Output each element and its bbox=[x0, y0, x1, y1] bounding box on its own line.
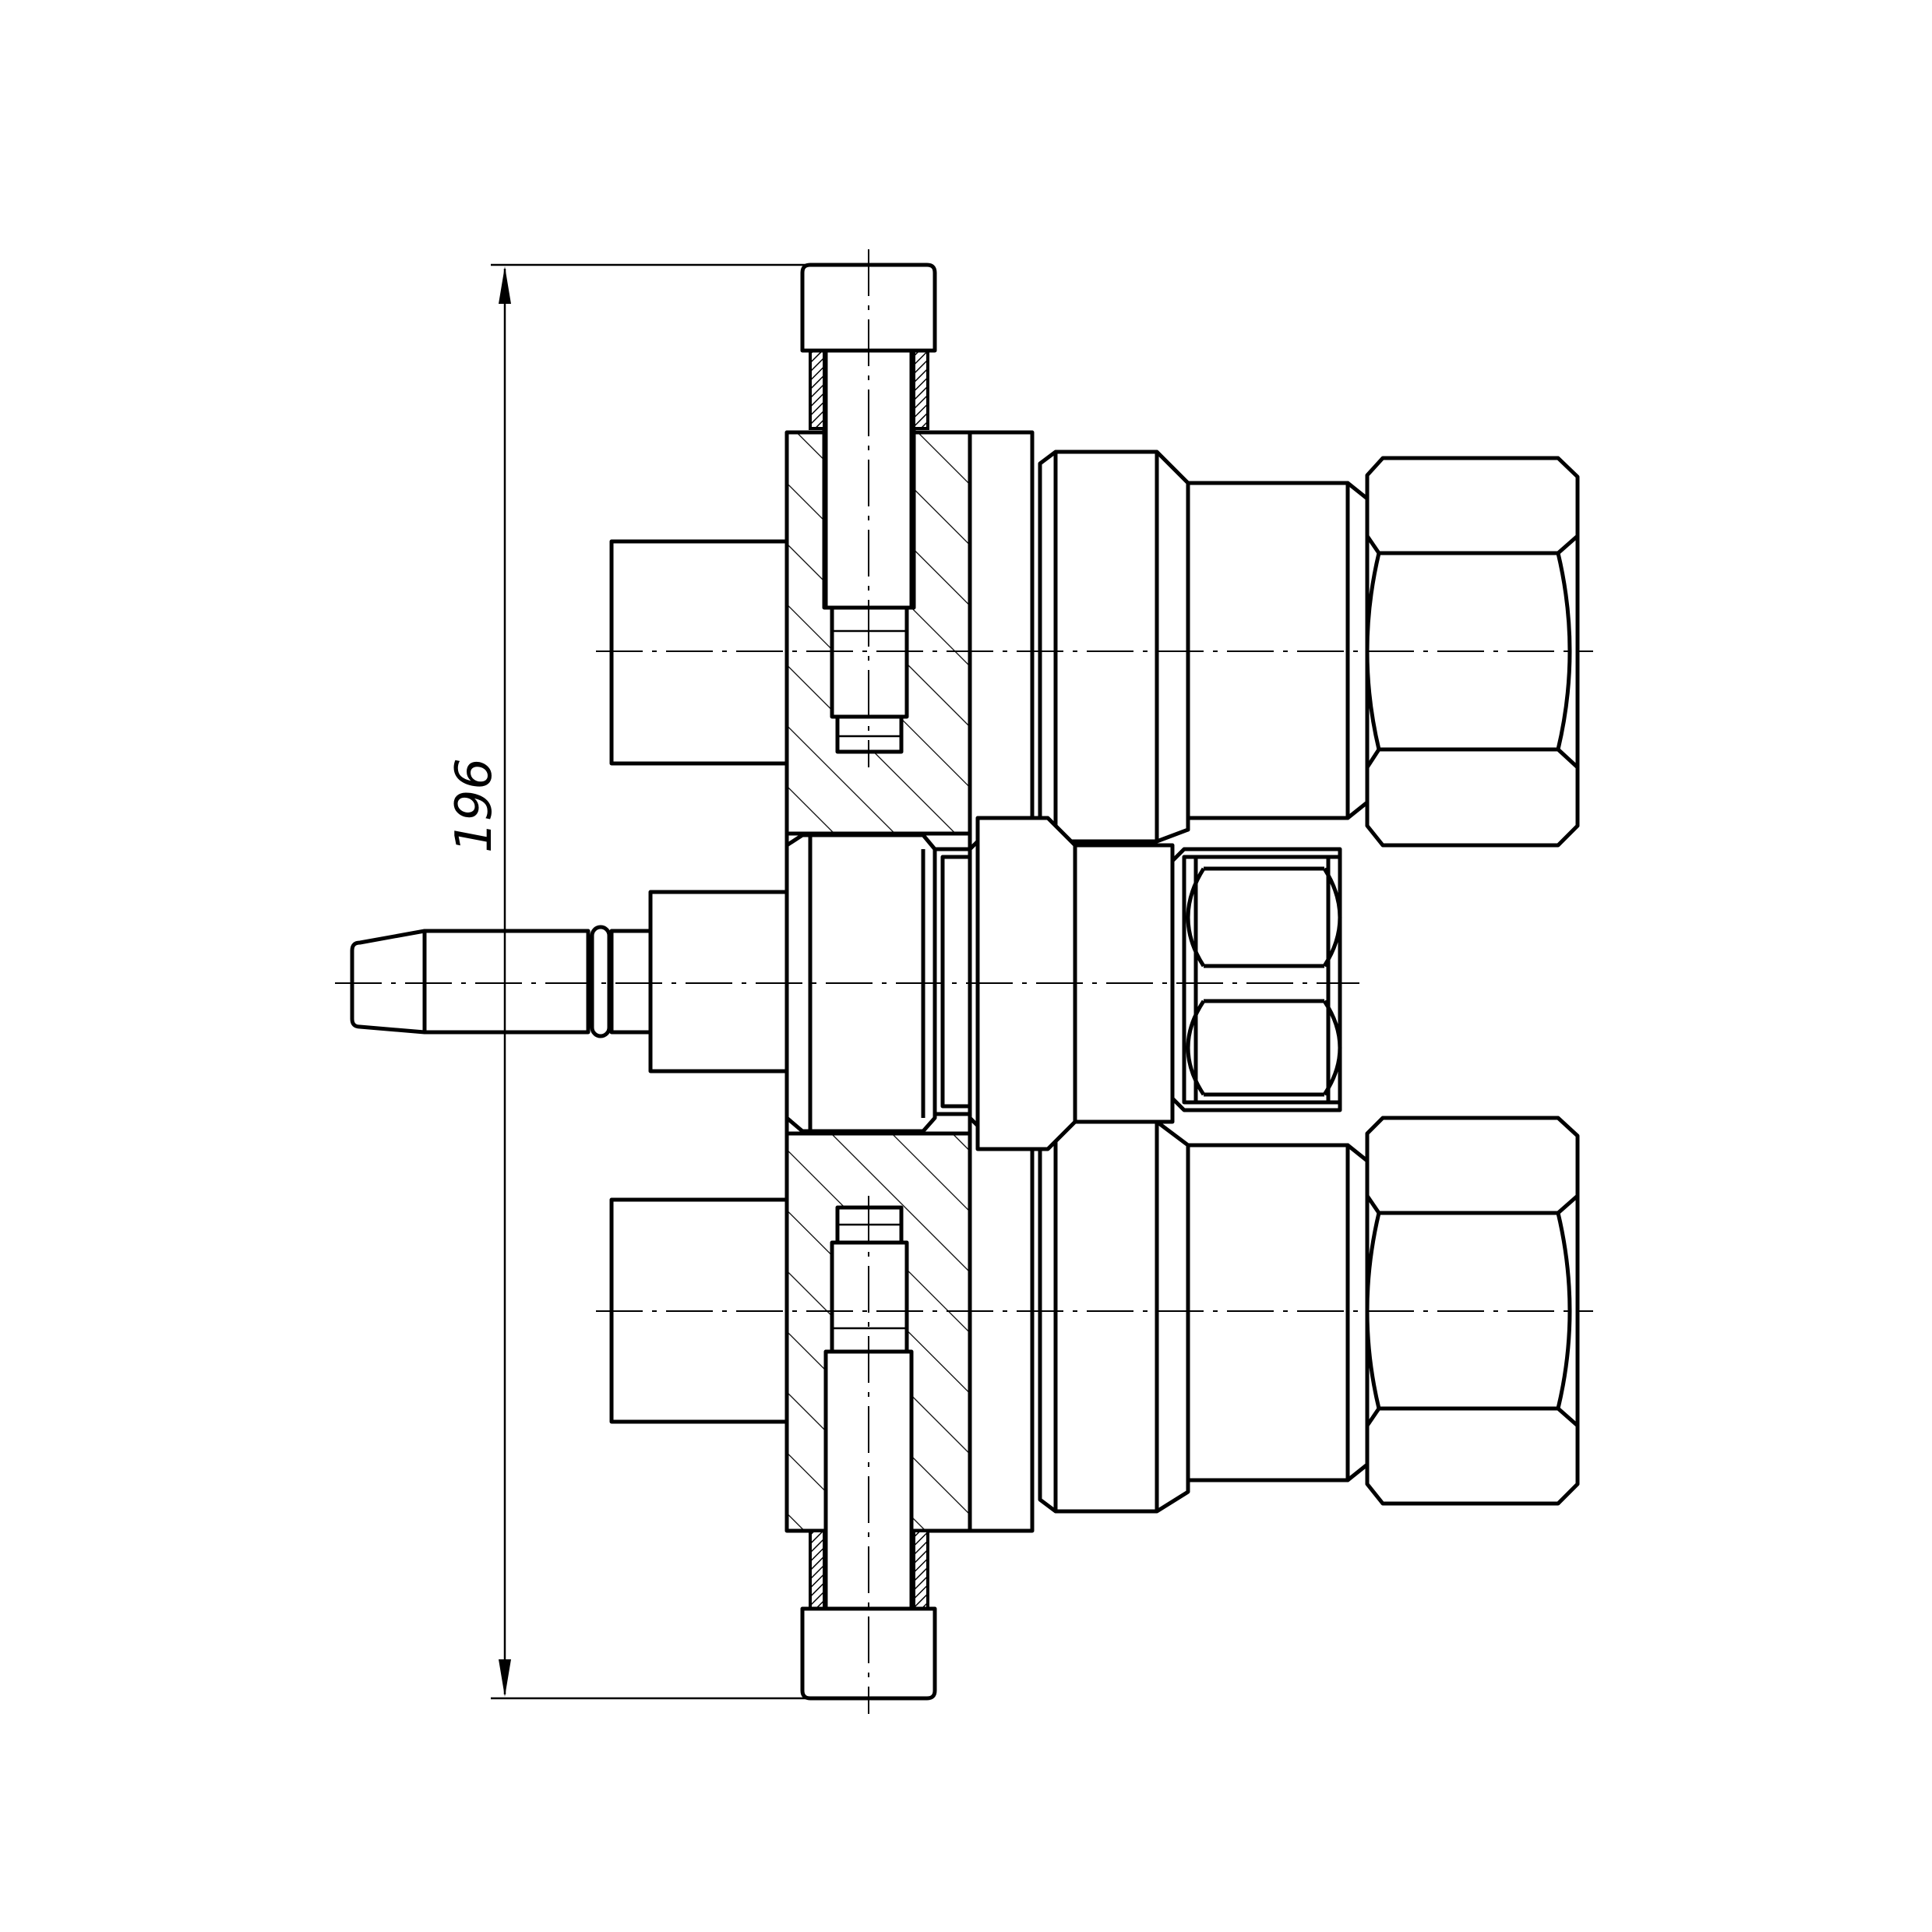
dimension-arrow-bottom bbox=[499, 1659, 511, 1697]
lower-fitting bbox=[1038, 1116, 1580, 1514]
center-fitting bbox=[975, 816, 1342, 1151]
upper-left-port bbox=[609, 539, 789, 766]
dimension-label: 196 bbox=[446, 758, 503, 853]
center-left-boss bbox=[648, 890, 789, 1074]
upper-fitting bbox=[1038, 450, 1580, 848]
dimension-arrow-top bbox=[499, 266, 511, 304]
height-dimension: 196 bbox=[446, 263, 810, 1700]
hose-barb-nipple bbox=[350, 925, 653, 1038]
